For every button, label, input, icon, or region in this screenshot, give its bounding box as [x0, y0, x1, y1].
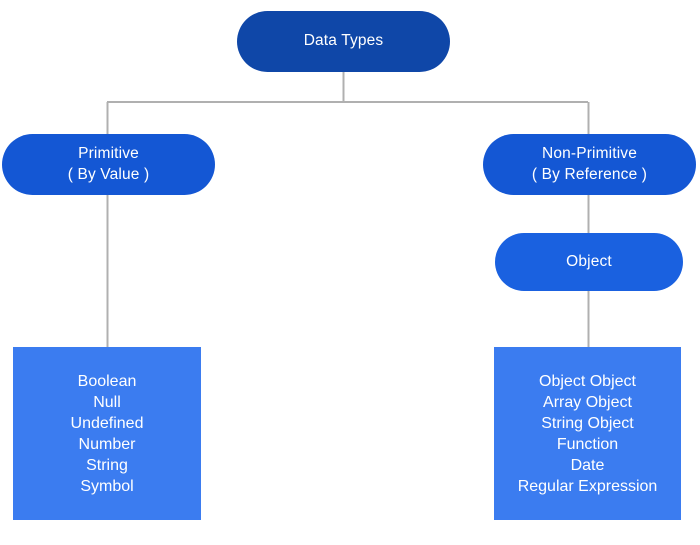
- list-item: Object Object: [539, 372, 636, 390]
- listbox-non-primitive-types: Object Object Array Object String Object…: [494, 347, 681, 520]
- node-non-primitive-label-line-1: Non-Primitive: [542, 145, 637, 163]
- list-item: Array Object: [543, 393, 632, 411]
- node-object-label: Object: [566, 252, 612, 270]
- node-primitive-label-line-2: ( By Value ): [67, 165, 150, 183]
- list-item: Boolean: [77, 372, 137, 390]
- list-item: String: [86, 456, 128, 474]
- list-item: Undefined: [70, 414, 144, 432]
- node-object[interactable]: Object: [495, 233, 683, 291]
- node-primitive-label-line-1: Primitive: [78, 145, 139, 163]
- list-item: Function: [556, 435, 619, 453]
- node-primitive[interactable]: Primitive ( By Value ): [2, 134, 215, 195]
- node-non-primitive-label-line-2: ( By Reference ): [531, 165, 648, 183]
- node-data-types[interactable]: Data Types: [237, 11, 450, 72]
- list-item: Date: [570, 456, 605, 474]
- node-non-primitive[interactable]: Non-Primitive ( By Reference ): [483, 134, 696, 195]
- list-item: Symbol: [80, 477, 134, 495]
- list-item: Regular Expression: [517, 477, 658, 495]
- list-item: Number: [78, 435, 136, 453]
- node-data-types-label: Data Types: [303, 32, 384, 50]
- list-item: Null: [93, 393, 121, 411]
- list-item: String Object: [541, 414, 634, 432]
- listbox-primitive-types: Boolean Null Undefined Number String Sym…: [13, 347, 201, 520]
